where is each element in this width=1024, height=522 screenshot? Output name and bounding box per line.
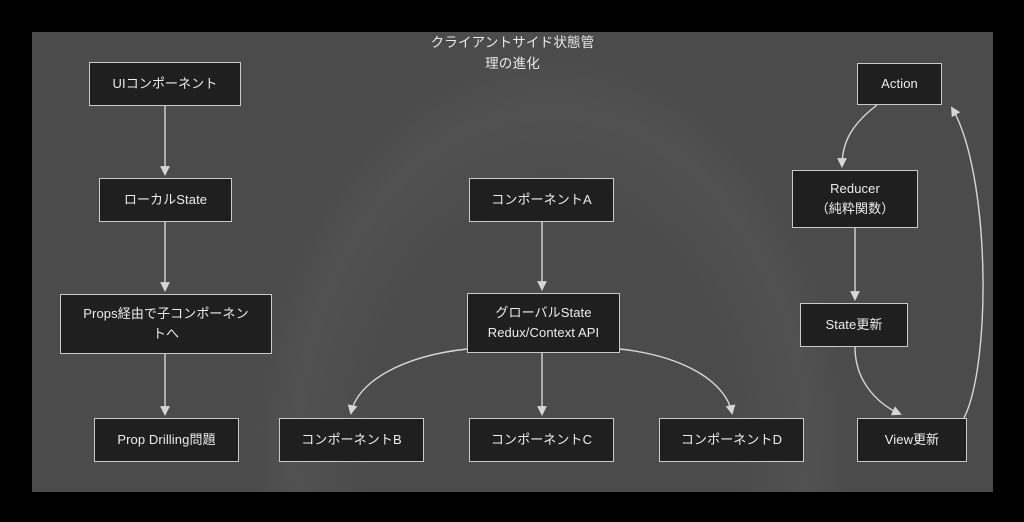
edge-global-state-to-component-d — [619, 348, 736, 415]
node-action[interactable]: Action — [857, 63, 942, 105]
node-label: Reducer （純粋関数） — [815, 181, 895, 216]
edge-view-update-to-action — [951, 106, 984, 419]
node-component-c[interactable]: コンポーネントC — [469, 418, 614, 462]
node-label: グローバルState Redux/Context API — [487, 305, 600, 340]
node-label: コンポーネントC — [490, 432, 593, 447]
node-label: State更新 — [825, 317, 883, 332]
node-ui-component[interactable]: UIコンポーネント — [89, 62, 241, 106]
diagram-title: クライアントサイド状態管 理の進化 — [430, 35, 595, 71]
diagram-canvas: クライアントサイド状態管 理の進化 UIコンポーネント ローカルState Pr… — [32, 32, 993, 492]
node-reducer[interactable]: Reducer （純粋関数） — [792, 170, 918, 228]
node-state-update[interactable]: State更新 — [800, 303, 908, 347]
edge-action-to-reducer — [837, 104, 878, 168]
node-label: コンポーネントA — [491, 192, 592, 207]
edge-global-state-to-component-b — [347, 348, 468, 415]
node-global-state[interactable]: グローバルState Redux/Context API — [467, 293, 620, 353]
node-label: Action — [881, 76, 918, 91]
node-view-update[interactable]: View更新 — [857, 418, 967, 462]
node-prop-drilling[interactable]: Prop Drilling問題 — [94, 418, 239, 462]
edge-state-update-to-view-update — [854, 346, 902, 416]
node-props-down[interactable]: Props経由で子コンポーネン トへ — [60, 294, 272, 354]
node-label: Prop Drilling問題 — [117, 432, 216, 447]
node-component-b[interactable]: コンポーネントB — [279, 418, 424, 462]
node-label: UIコンポーネント — [112, 76, 218, 91]
node-component-a[interactable]: コンポーネントA — [469, 178, 614, 222]
node-label: ローカルState — [123, 192, 208, 207]
node-component-d[interactable]: コンポーネントD — [659, 418, 804, 462]
node-label: View更新 — [884, 432, 940, 447]
node-label: コンポーネントB — [301, 432, 402, 447]
node-label: コンポーネントD — [680, 432, 783, 447]
node-label: Props経由で子コンポーネン トへ — [83, 306, 249, 341]
node-local-state[interactable]: ローカルState — [99, 178, 232, 222]
